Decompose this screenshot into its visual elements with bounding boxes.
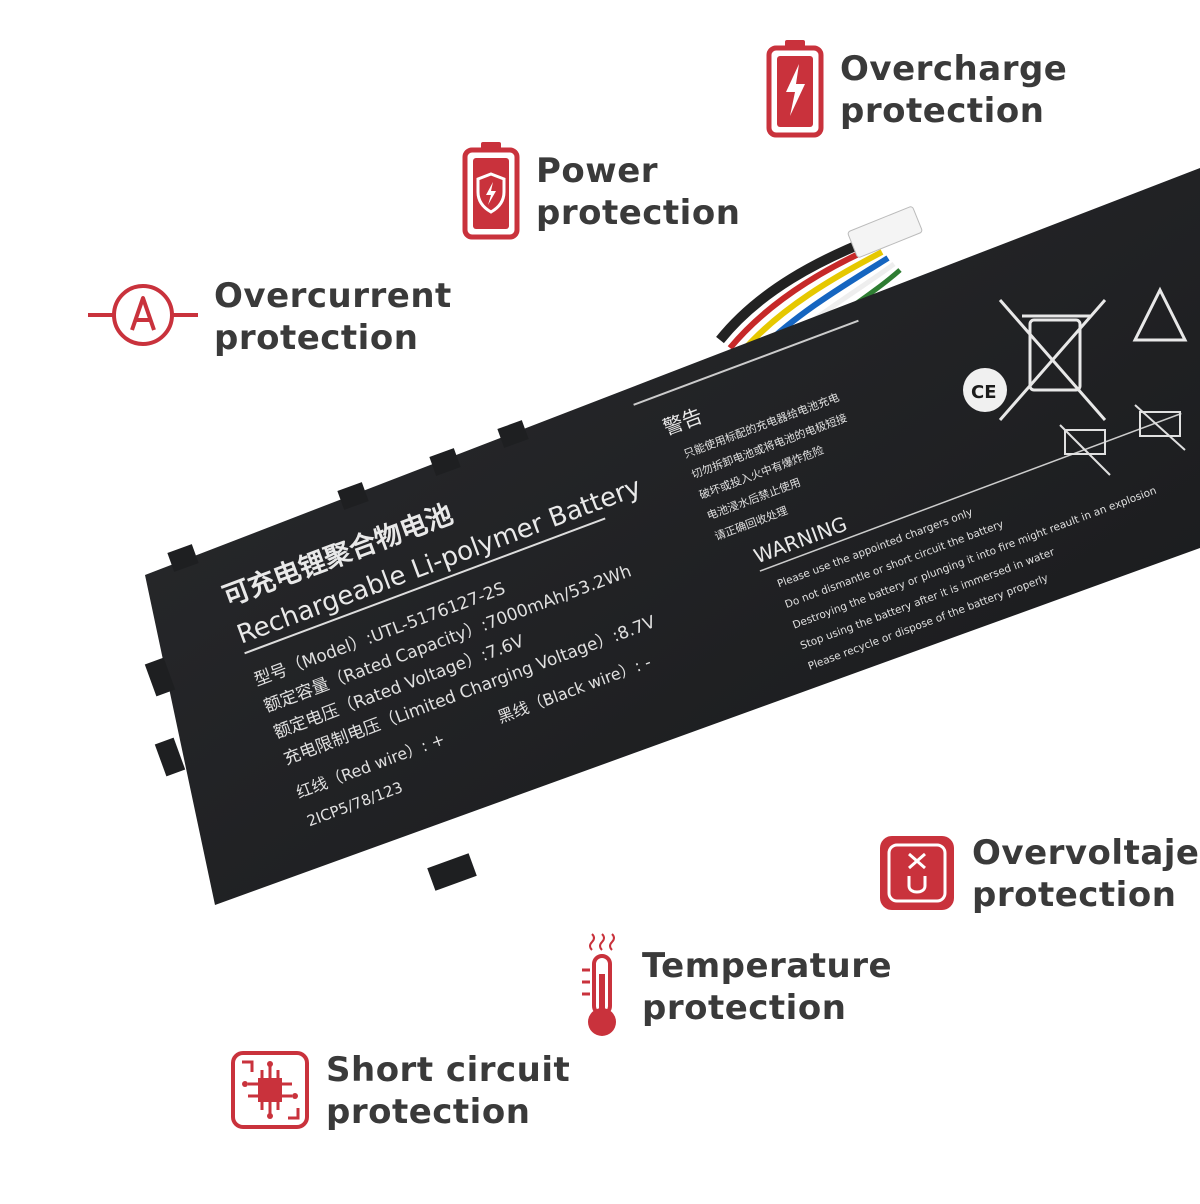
overcurrent-title: Overcurrent xyxy=(214,276,452,316)
wire-connector xyxy=(847,206,923,258)
ce-mark-text: CE xyxy=(971,382,997,403)
fire-prohibited-icon xyxy=(1059,424,1111,476)
overcharge-subtitle: protection xyxy=(840,91,1045,131)
overvoltage-subtitle: protection xyxy=(972,875,1177,915)
thermometer-icon xyxy=(578,930,626,1044)
temperature-feature: Temperature protection xyxy=(578,930,892,1044)
chip-circuit-icon xyxy=(230,1048,310,1134)
short-circuit-title: Short circuit xyxy=(326,1050,571,1090)
overcurrent-feature: Overcurrent protection xyxy=(88,270,452,364)
warning-triangle-icon xyxy=(1132,286,1188,342)
battery-body xyxy=(145,168,1200,905)
overcharge-title: Overcharge xyxy=(840,49,1068,89)
battery-tabs xyxy=(144,420,529,891)
overcurrent-subtitle: protection xyxy=(214,318,419,358)
short-circuit-subtitle: protection xyxy=(326,1092,531,1132)
temperature-limit-icon xyxy=(1134,404,1186,451)
ce-mark-icon xyxy=(963,368,1007,412)
ampere-circle-icon xyxy=(88,270,198,364)
power-feature: Power protection xyxy=(462,140,740,244)
overcharge-feature: Overcharge protection xyxy=(766,38,1067,142)
battery-shield-icon xyxy=(462,140,520,244)
voltage-square-icon xyxy=(878,830,956,918)
battery-lightning-icon xyxy=(766,38,824,142)
overvoltage-feature: Overvoltaje protection xyxy=(878,830,1199,918)
power-subtitle: protection xyxy=(536,193,741,233)
short-circuit-feature: Short circuit protection xyxy=(230,1048,570,1134)
temperature-subtitle: protection xyxy=(642,988,847,1028)
recycle-bin-crossed-icon xyxy=(998,299,1107,421)
power-title: Power xyxy=(536,151,659,191)
overvoltage-title: Overvoltaje xyxy=(972,833,1200,873)
temperature-title: Temperature xyxy=(642,946,893,986)
